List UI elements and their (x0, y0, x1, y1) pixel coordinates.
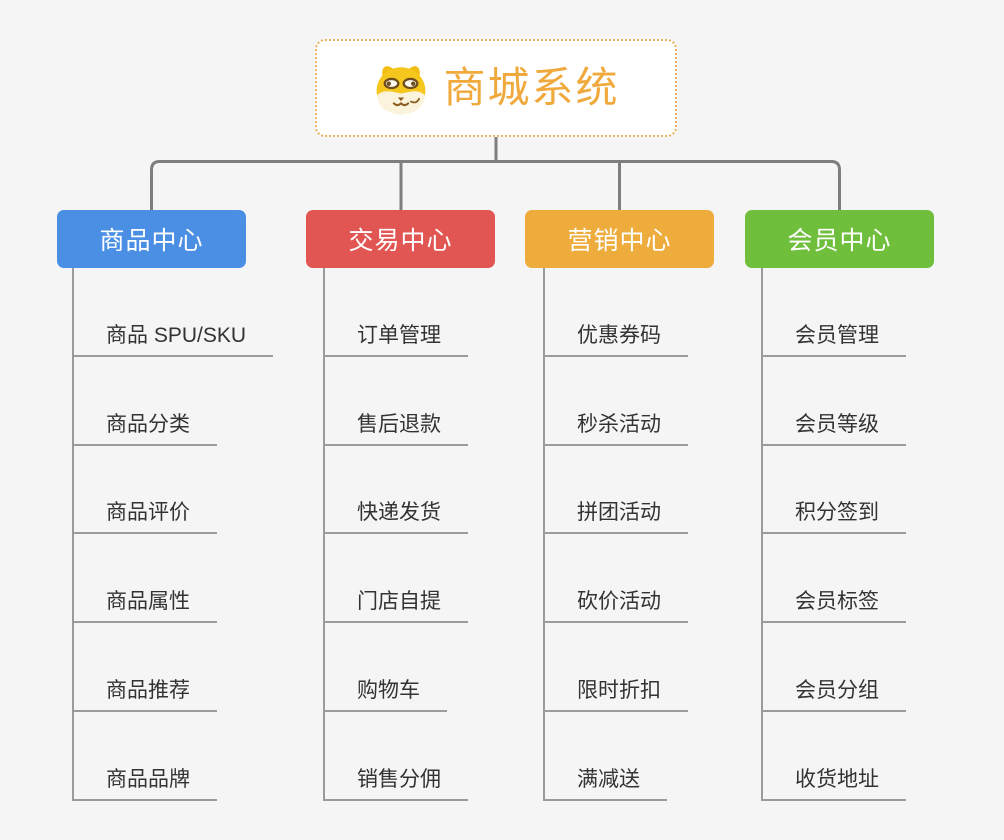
node-item[interactable]: 拼团活动 (544, 446, 688, 535)
node-item[interactable]: 订单管理 (324, 268, 468, 357)
branch-header-label: 交易中心 (348, 227, 453, 255)
node-item[interactable]: 商品推荐 (73, 623, 217, 712)
branch-items-trade-center: 订单管理 售后退款 快递发货 门店自提 购物车 销售分佣 (324, 268, 468, 801)
node-item[interactable]: 销售分佣 (324, 712, 468, 801)
node-item[interactable]: 售后退款 (324, 357, 468, 446)
branch-spine-line (543, 268, 545, 801)
branch-items-product-center: 商品 SPU/SKU 商品分类 商品评价 商品属性 商品推荐 商品品牌 (73, 268, 274, 801)
node-item[interactable]: 会员分组 (762, 623, 906, 712)
node-item[interactable]: 会员管理 (762, 268, 906, 357)
branch-items-marketing-center: 优惠券码 秒杀活动 拼团活动 砍价活动 限时折扣 满减送 (544, 268, 688, 801)
branch-header-label: 会员中心 (787, 227, 892, 255)
branch-spine-line (323, 268, 325, 801)
node-item[interactable]: 会员等级 (762, 357, 906, 446)
node-item[interactable]: 商品属性 (73, 534, 217, 624)
node-item[interactable]: 购物车 (324, 623, 447, 712)
branch-header-label: 营销中心 (567, 227, 672, 255)
node-item[interactable]: 限时折扣 (544, 623, 688, 712)
shiba-dog-icon (377, 66, 426, 115)
node-item[interactable]: 商品 SPU/SKU (73, 268, 274, 357)
branch-trunk-line (150, 160, 841, 210)
branch-header-member-center[interactable]: 会员中心 (745, 210, 934, 268)
node-item[interactable]: 商品品牌 (73, 712, 217, 801)
node-item[interactable]: 秒杀活动 (544, 357, 688, 446)
branch-spine-line (761, 268, 763, 801)
branch-header-trade-center[interactable]: 交易中心 (306, 210, 495, 268)
node-item[interactable]: 优惠券码 (544, 268, 688, 357)
node-item[interactable]: 快递发货 (324, 446, 468, 535)
root-node[interactable]: 商城系统 (315, 39, 677, 137)
node-item[interactable]: 满减送 (544, 712, 667, 801)
node-item[interactable]: 会员标签 (762, 534, 906, 624)
branch-items-member-center: 会员管理 会员等级 积分签到 会员标签 会员分组 收货地址 (762, 268, 906, 801)
branch-header-label: 商品中心 (99, 227, 204, 255)
root-title: 商城系统 (443, 64, 620, 111)
node-item[interactable]: 商品评价 (73, 446, 217, 535)
node-item[interactable]: 门店自提 (324, 534, 468, 624)
branch-header-marketing-center[interactable]: 营销中心 (525, 210, 714, 268)
node-item[interactable]: 积分签到 (762, 446, 906, 535)
node-item[interactable]: 商品分类 (73, 357, 217, 446)
branch-spine-line (72, 268, 74, 801)
node-item[interactable]: 收货地址 (762, 712, 906, 801)
branch-header-product-center[interactable]: 商品中心 (57, 210, 246, 268)
node-item[interactable]: 砍价活动 (544, 534, 688, 624)
